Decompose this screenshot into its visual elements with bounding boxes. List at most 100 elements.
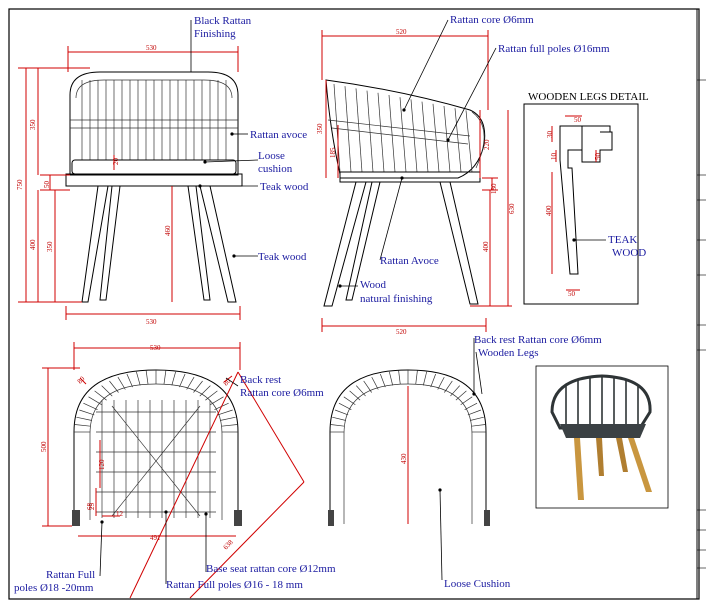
top-corner-caps	[72, 510, 242, 526]
back-arch-slat	[437, 376, 445, 390]
legs-detail-drawing	[559, 125, 613, 275]
top-dim-530: 530	[150, 344, 161, 352]
top-arch-slat	[136, 371, 141, 386]
top-arch-slat	[83, 402, 98, 411]
title-block	[697, 79, 706, 569]
side-label-natural-finishing: natural finishing	[360, 293, 433, 305]
top-label-rattan-full: Rattan Full	[46, 569, 95, 581]
sheet-border	[8, 8, 700, 600]
back-arch-slats	[330, 370, 486, 433]
top-backrest-arch	[73, 369, 239, 520]
top-view: 530 500 491 638 80 80 25 120 12 68 Back …	[14, 342, 336, 599]
legs-dim-400: 400	[545, 205, 553, 216]
front-seat-frame	[65, 173, 243, 187]
top-arch-slat	[221, 424, 238, 427]
back-label-back-rest: Back rest Rattan core Ø6mm	[474, 334, 602, 346]
front-leaders	[190, 20, 259, 257]
top-dim-68: 68	[86, 503, 94, 511]
back-arch-slat	[343, 396, 356, 406]
back-arch-slat	[415, 370, 418, 385]
side-pole	[421, 101, 429, 173]
side-legs	[323, 181, 479, 307]
back-arch-slat	[363, 380, 372, 393]
top-arch-slat	[217, 409, 233, 416]
legs-detail-dimensions	[551, 115, 597, 291]
back-arch-slat	[380, 373, 386, 388]
top-arch-slat	[79, 409, 95, 416]
side-pole	[333, 83, 341, 173]
top-arch-slats	[74, 370, 238, 433]
side-dim-630: 630	[508, 203, 516, 214]
side-backrest-poles	[333, 83, 473, 173]
top-label-rattan-full-2: poles Ø18 -20mm	[14, 582, 94, 594]
side-dim-400: 400	[482, 241, 490, 252]
front-dim-350: 350	[29, 119, 37, 130]
side-pole	[410, 99, 418, 173]
side-view: 520 520 350 185 220 180 630 400 Rattan c…	[316, 14, 610, 336]
back-arch-slat	[330, 424, 345, 427]
back-arch-slat	[450, 385, 460, 397]
back-label-loose-cushion: Loose Cushion	[444, 578, 511, 590]
front-label-teak-wood: Teak wood	[260, 181, 309, 193]
front-label-teak-wood-2: Teak wood	[258, 251, 307, 263]
top-arch-slat	[109, 380, 119, 393]
front-dimensions	[18, 46, 241, 320]
top-arch-slat	[94, 390, 107, 401]
side-dim-220: 220	[483, 139, 491, 150]
back-arch-slat	[467, 409, 482, 416]
side-dim-top-width: 520	[396, 28, 407, 36]
top-label-base-seat: Base seat rattan core Ø12mm	[206, 563, 336, 575]
side-label-rattan-avoce: Rattan Avoce	[380, 255, 439, 267]
legs-label-wood: WOOD	[612, 247, 646, 259]
back-arch-slat	[460, 396, 473, 406]
side-dim-180: 180	[490, 183, 498, 194]
top-arch-slat	[101, 385, 113, 397]
back-corner-caps	[328, 510, 490, 526]
chair-photo	[535, 365, 669, 509]
front-dim-bottom-width: 530	[146, 318, 157, 326]
top-arch-slat	[205, 390, 218, 401]
top-arch-slat	[193, 380, 203, 393]
front-label-loose-cushion-2: cushion	[258, 163, 293, 175]
top-leaders	[99, 377, 239, 584]
back-arch-slat	[430, 373, 436, 388]
front-view: 530 530 350 750 50 400 350 460 20 Black …	[16, 15, 309, 326]
side-pole	[377, 92, 385, 173]
back-arch-slat	[349, 390, 361, 401]
back-view: 430 Back rest Rattan core Ø6mm Wooden Le…	[328, 334, 602, 590]
side-pole	[355, 88, 363, 173]
top-seat-cross	[111, 405, 201, 517]
top-dim-80b: 80	[222, 376, 233, 387]
front-dim-750: 750	[16, 179, 24, 190]
front-backrest-poles	[81, 80, 227, 160]
top-arch-slat	[163, 370, 167, 385]
top-label-back-rest: Back rest	[240, 374, 281, 386]
front-dim-400: 400	[29, 239, 37, 250]
back-arch-slat	[422, 371, 428, 386]
top-seat-grid	[96, 400, 216, 518]
front-dim-20: 20	[112, 158, 120, 166]
side-seat-frame	[339, 171, 481, 183]
top-arch-slat	[117, 376, 126, 390]
side-pole	[465, 110, 473, 173]
side-pole	[344, 86, 352, 173]
back-label-wooden-legs: Wooden Legs	[478, 347, 539, 359]
side-dim-350: 350	[316, 123, 324, 134]
top-dim-120: 120	[98, 459, 106, 470]
legs-dim-10: 10	[550, 153, 558, 161]
legs-detail-frame	[523, 103, 639, 305]
back-arch-slat	[444, 380, 453, 393]
front-label-black-rattan: Black Rattan	[194, 15, 252, 27]
front-dim-460: 460	[164, 225, 172, 236]
top-dimensions	[42, 342, 305, 599]
side-label-rattan-full-poles: Rattan full poles Ø16mm	[498, 43, 610, 55]
top-label-rattan-full-poles: Rattan Full poles Ø16 - 18 mm	[166, 579, 303, 591]
side-dim-bottom-width: 520	[396, 328, 407, 336]
side-pole	[388, 94, 396, 173]
legs-detail: WOODEN LEGS DETAIL 50 30 10 50 400 50 TE…	[523, 91, 649, 305]
side-pole	[366, 90, 374, 173]
top-arch-slat	[126, 373, 133, 388]
front-dim-top-width: 530	[146, 44, 157, 52]
back-arch-slat	[471, 424, 486, 427]
